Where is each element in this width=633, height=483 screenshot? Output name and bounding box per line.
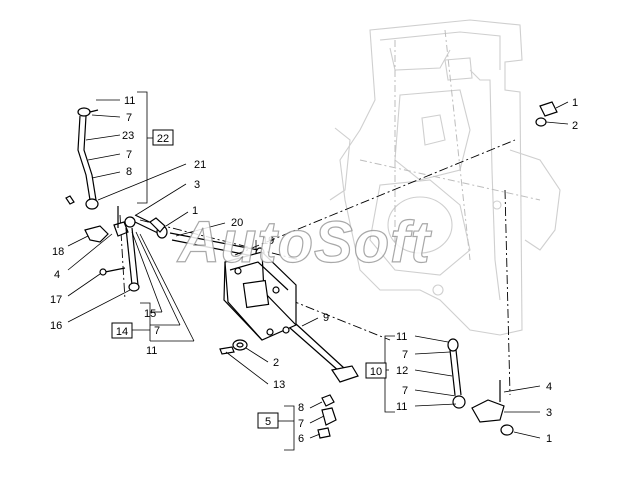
label-16: 16 [50, 320, 62, 332]
label-11: 11 [146, 345, 157, 357]
label-4: 4 [546, 381, 552, 393]
label-20: 20 [231, 217, 243, 229]
group-boxes: 22 14 5 10 [111, 129, 387, 429]
label-1: 1 [572, 97, 578, 109]
label-6: 6 [298, 433, 304, 445]
label-15: 15 [144, 308, 156, 320]
label-19: 19 [262, 235, 274, 247]
label-21: 21 [194, 159, 206, 171]
watermark-text: AutoSoft [176, 210, 432, 275]
label-8: 8 [126, 166, 132, 178]
lower-shaft [289, 323, 359, 383]
label-13: 13 [273, 379, 285, 391]
label-11: 11 [396, 401, 407, 413]
label-23: 23 [122, 130, 134, 142]
right-rod-assembly [447, 338, 514, 436]
label-3: 3 [546, 407, 552, 419]
label-7: 7 [402, 349, 408, 361]
box-5 [257, 412, 279, 429]
label-18: 18 [52, 246, 64, 258]
label-17: 17 [50, 294, 62, 306]
label-7: 7 [126, 149, 132, 161]
label-7: 7 [298, 418, 304, 430]
label-7: 7 [126, 112, 132, 124]
label-3: 3 [194, 179, 200, 191]
box-14-label: 14 [116, 326, 128, 338]
label-11: 11 [396, 331, 407, 343]
label-4: 4 [54, 269, 60, 281]
leader-lines [67, 91, 569, 451]
label-1: 1 [546, 433, 552, 445]
label-2: 2 [273, 357, 279, 369]
box-22-label: 22 [157, 133, 169, 145]
left-parts [65, 195, 140, 292]
frame-outline [329, 19, 561, 336]
label-7: 7 [402, 385, 408, 397]
part-labels: 11 7 23 7 8 21 3 18 4 17 16 15 7 11 1 20… [50, 95, 578, 445]
box-14 [111, 322, 133, 339]
box-10-label: 10 [370, 366, 382, 378]
label-12: 12 [396, 365, 408, 377]
label-7: 7 [154, 325, 160, 337]
label-8: 8 [298, 402, 304, 414]
label-1: 1 [192, 205, 198, 217]
box-22 [152, 129, 174, 146]
centre-housing [223, 251, 297, 341]
center-lines [119, 139, 516, 396]
box-10 [365, 362, 387, 379]
label-11: 11 [124, 95, 135, 107]
upper-rod-assembly [77, 107, 99, 210]
label-9: 9 [323, 312, 329, 324]
washer-group [219, 339, 248, 355]
group5-parts [317, 394, 337, 439]
label-2: 2 [572, 120, 578, 132]
box-5-label: 5 [265, 416, 271, 428]
